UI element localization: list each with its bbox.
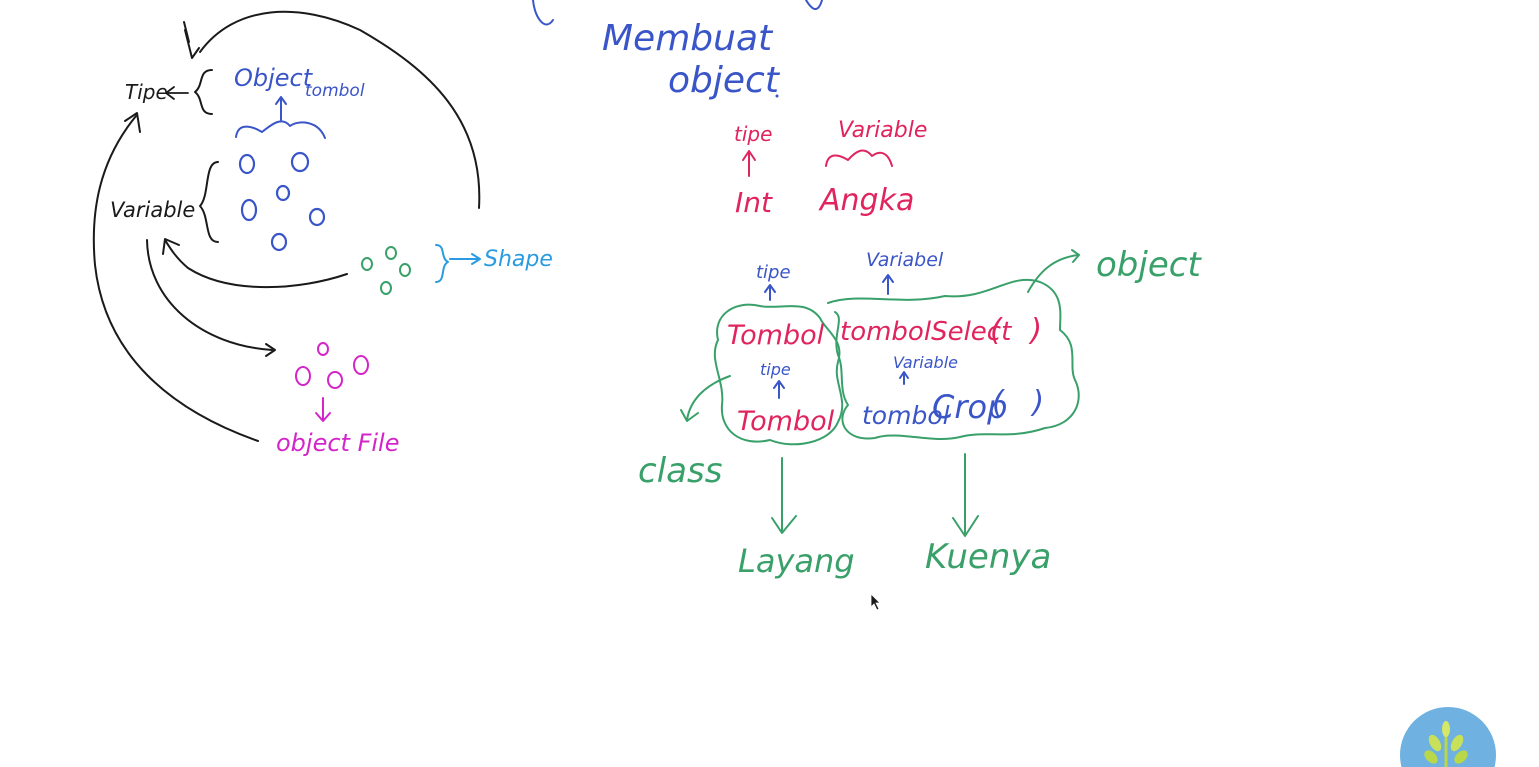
arrow-to-object: [1027, 249, 1080, 293]
magenta-circle: [317, 342, 329, 356]
arrow-up-tipe-small: [773, 380, 785, 399]
mouse-cursor-icon: [870, 593, 881, 611]
arrow-to-shape: [449, 253, 481, 265]
flow-arrows-black: [92, 10, 481, 442]
arrow-to-tipe: [165, 86, 189, 100]
arrow-up-tipe: [742, 150, 756, 177]
label-variable-left: Variable: [110, 198, 195, 222]
arrow-up-tipe-mid: [764, 284, 776, 301]
brace-over-circles: [235, 120, 326, 139]
header-line1: Membuat: [602, 18, 774, 59]
object-circles-magenta: [295, 342, 369, 389]
brace-shape: [435, 244, 449, 283]
arrow-up-object: [275, 96, 287, 121]
arrowhead: [265, 343, 276, 357]
label-object-right: object: [1096, 245, 1202, 285]
arrow-up-variable-small: [899, 371, 909, 385]
header-dot: [775, 94, 779, 98]
arrow-down-magenta: [315, 397, 331, 422]
logo-leaf: [1424, 750, 1438, 764]
top-scribble-right: [805, 0, 823, 10]
arrow-up-variables: [882, 274, 894, 295]
arrow-to-class: [680, 375, 731, 422]
label-tipe-top: tipe: [734, 122, 772, 146]
green-circle: [361, 257, 373, 271]
logo-leaf: [1428, 734, 1442, 752]
label-variables: Variabel: [866, 249, 944, 271]
leaf-logo-icon: [1400, 707, 1496, 767]
object-circles-green: [361, 246, 411, 295]
blue-circle: [270, 232, 288, 252]
label-tombol-select: tombolSelect: [840, 317, 1012, 347]
label-object-file: object File: [276, 429, 400, 457]
magenta-circle: [353, 355, 369, 375]
label-tombol-1: Tombol: [727, 320, 825, 351]
label-paren-2: ( ): [992, 385, 1044, 420]
zigzag-mark: [183, 21, 200, 59]
label-tombol-small: tombol: [305, 81, 365, 101]
label-tipe-mid: tipe: [756, 262, 791, 283]
blue-circle: [290, 151, 310, 173]
label-tipe-left: Tipe: [125, 80, 168, 104]
header-line2: object: [668, 60, 781, 101]
logo-leaf: [1454, 750, 1468, 764]
label-int: Int: [735, 186, 773, 219]
label-variable-small: Variable: [893, 353, 958, 372]
arrowhead: [162, 238, 180, 255]
label-paren-1: ( ): [990, 313, 1042, 348]
arrow-file-to-tipe: [92, 115, 259, 442]
green-circle: [399, 263, 411, 277]
arrowhead: [124, 112, 141, 133]
label-crop: Crop: [932, 388, 1007, 426]
cloud-object: [827, 278, 1080, 441]
label-tombol-2: Tombol: [737, 406, 835, 437]
label-variable-top: Variable: [838, 118, 927, 143]
blue-circle: [238, 153, 256, 175]
label-tipe-small: tipe: [760, 360, 791, 379]
label-class: class: [638, 451, 722, 491]
label-angka: Angka: [818, 183, 914, 218]
logo-circle: [1400, 707, 1496, 767]
label-object: Object: [234, 64, 314, 92]
green-circle: [380, 281, 392, 295]
arrow-down-kuenya: [952, 453, 979, 537]
magenta-circle: [327, 371, 343, 389]
blue-circle: [275, 184, 291, 202]
label-kuenya: Kuenya: [925, 537, 1051, 577]
green-circle: [385, 246, 397, 260]
blue-circle: [240, 198, 258, 222]
brace-variable: [199, 161, 219, 243]
magenta-circle: [295, 366, 311, 386]
blue-circle: [308, 207, 326, 227]
logo-leaf: [1442, 721, 1450, 737]
big-loop-arc: [199, 10, 481, 209]
logo-leaf: [1450, 734, 1464, 752]
arrow-shape-to-variable: [164, 239, 348, 289]
top-scribble-left: [532, 0, 554, 26]
object-circles-blue: [238, 151, 326, 252]
label-crop-var: tombol: [862, 401, 950, 430]
label-shape: Shape: [484, 247, 553, 272]
arrow-variable-to-file: [146, 239, 273, 351]
label-layang: Layang: [738, 542, 855, 580]
brace-variable-top: [825, 149, 893, 167]
cloud-class: [713, 303, 844, 446]
arrow-down-layang: [771, 457, 797, 534]
brace-object: [194, 69, 213, 115]
